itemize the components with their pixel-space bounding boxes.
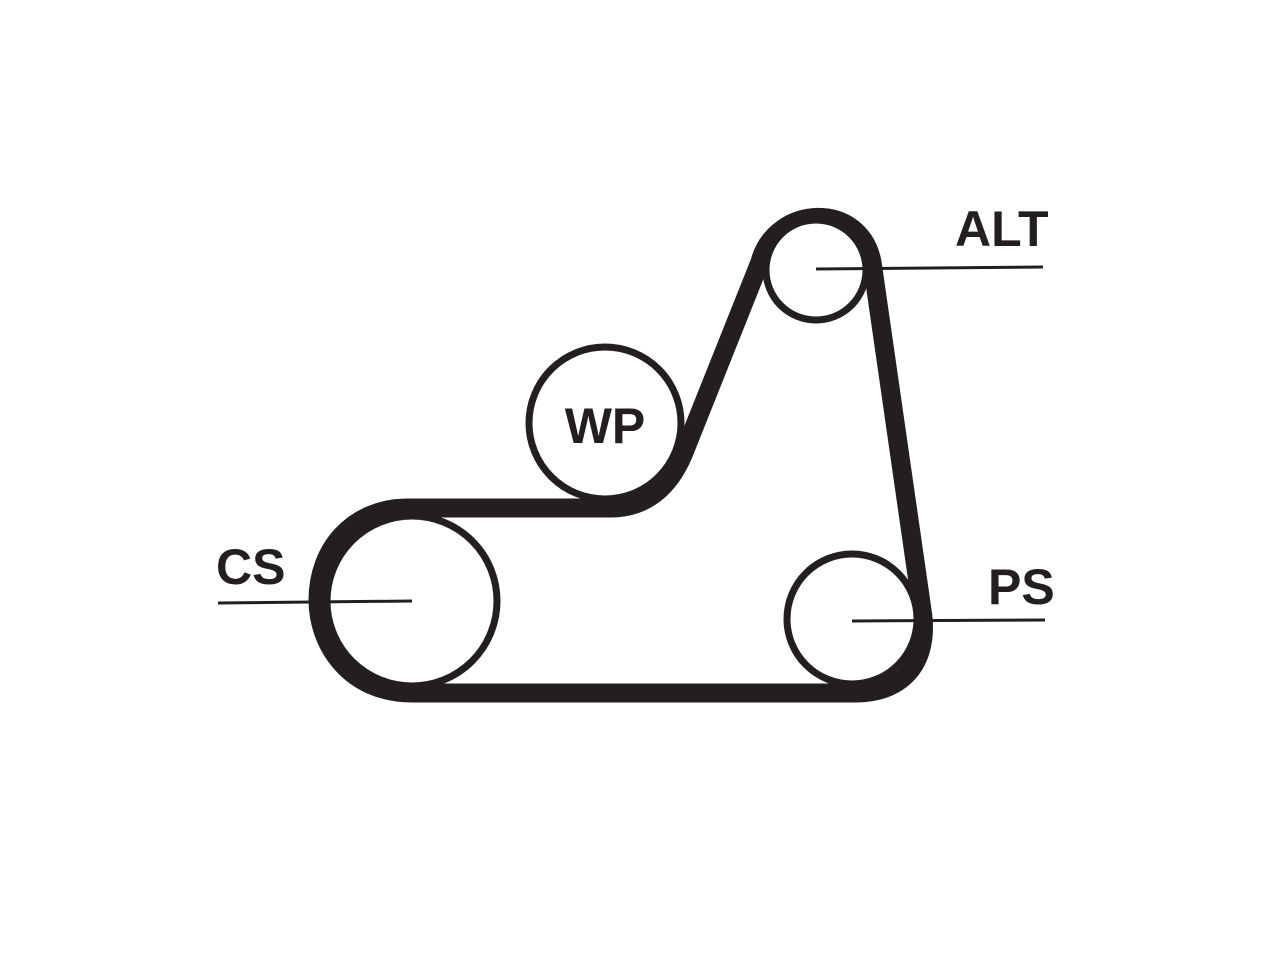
wp-label: WP [565,398,646,454]
ps-label: PS [988,559,1055,615]
cs-label: CS [216,539,285,595]
ps-leader-line [851,618,1046,623]
alt-label: ALT [955,201,1048,257]
power-steering-pulley [783,550,921,688]
serpentine-belt [308,207,933,703]
cs-leader-line [217,599,413,605]
alt-leader-line [815,265,1044,271]
water-pump-pulley [525,343,685,503]
